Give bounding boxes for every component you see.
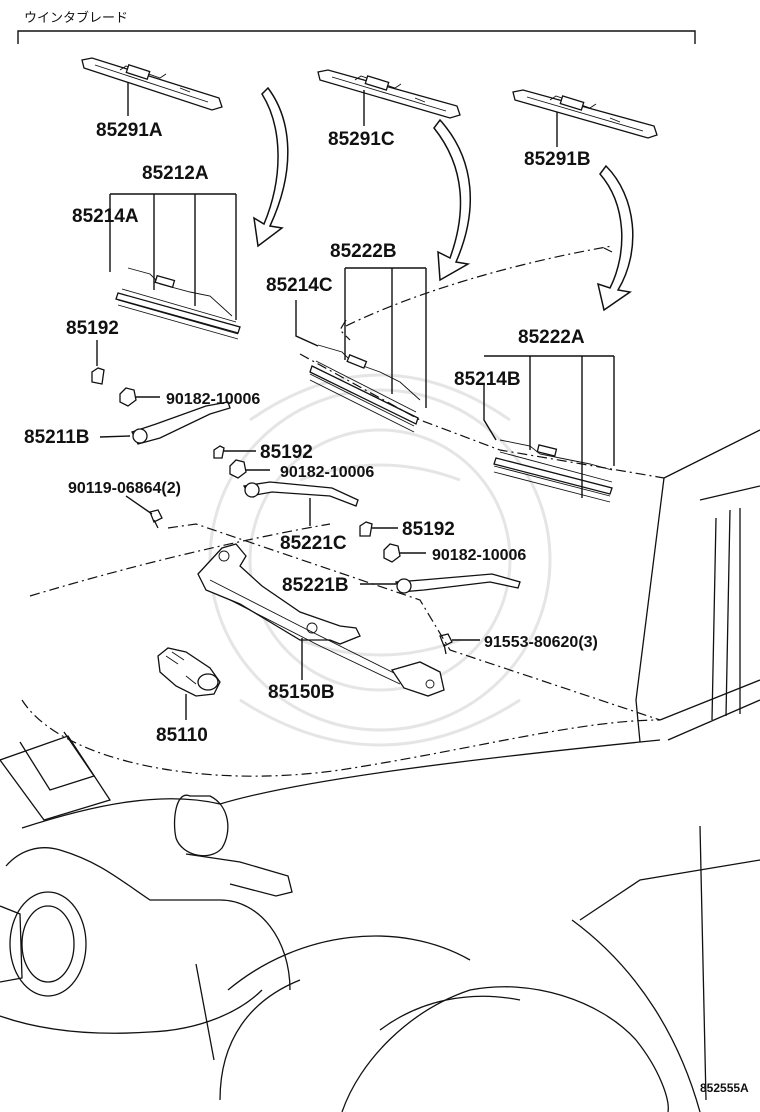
label-85192-a: 85192: [66, 318, 119, 339]
label-85192-b: 85192: [260, 442, 313, 463]
label-85221C: 85221C: [280, 533, 347, 554]
label-85110: 85110: [156, 725, 208, 746]
label-85211B: 85211B: [24, 427, 90, 448]
arrow-blade-b: [596, 164, 634, 312]
nut-90182-c: [383, 543, 401, 563]
label-85291B: 85291B: [524, 149, 591, 170]
label-85150B: 85150B: [268, 682, 335, 703]
section-title: ウインタブレード: [24, 10, 128, 26]
wiper-arm-85221C: [242, 481, 359, 507]
wiper-blade-85291C: [317, 69, 461, 119]
wiper-arm-85221B: [395, 573, 521, 594]
label-85291A: 85291A: [96, 120, 163, 141]
label-85212A: 85212A: [142, 163, 209, 184]
label-85192-c: 85192: [402, 519, 455, 540]
label-85222B: 85222B: [330, 241, 397, 262]
label-85221B: 85221B: [282, 575, 349, 596]
wiper-arm-85211B: [131, 401, 231, 445]
vehicle-body-outline: [0, 245, 760, 1112]
label-90182-a: 90182-10006: [166, 391, 260, 408]
label-90182-b: 90182-10006: [280, 464, 374, 481]
figure-code: 852555A: [700, 1081, 749, 1095]
blade-refill-85212A: [115, 267, 241, 340]
nut-90182-b: [229, 459, 247, 479]
blade-refill-85222A: [493, 439, 613, 503]
cap-85192-a: [91, 367, 105, 385]
label-85214C: 85214C: [266, 275, 333, 296]
arrow-blade-a: [253, 86, 289, 248]
label-85291C: 85291C: [328, 129, 395, 150]
label-85222A: 85222A: [518, 327, 585, 348]
bolt-90119: [149, 509, 163, 529]
wiper-motor-85110: [157, 647, 221, 697]
blade-refill-85222B: [309, 344, 421, 433]
nut-90182-a: [119, 387, 137, 407]
watermark-emblem: [208, 373, 552, 747]
wiper-blade-85291A: [81, 57, 223, 111]
label-90119: 90119-06864(2): [68, 480, 181, 497]
cap-85192-b: [213, 445, 225, 459]
wiper-link-85150B: [197, 543, 445, 697]
label-90182-c: 90182-10006: [432, 547, 526, 564]
cap-85192-c: [359, 521, 373, 537]
label-85214A: 85214A: [72, 206, 139, 227]
wiper-blade-85291B: [512, 89, 658, 139]
title-bracket: [17, 30, 696, 44]
leader-lines: [96, 82, 615, 720]
label-91553: 91553-80620(3): [484, 634, 598, 651]
label-85214B: 85214B: [454, 369, 521, 390]
arrow-blade-c: [433, 118, 471, 282]
